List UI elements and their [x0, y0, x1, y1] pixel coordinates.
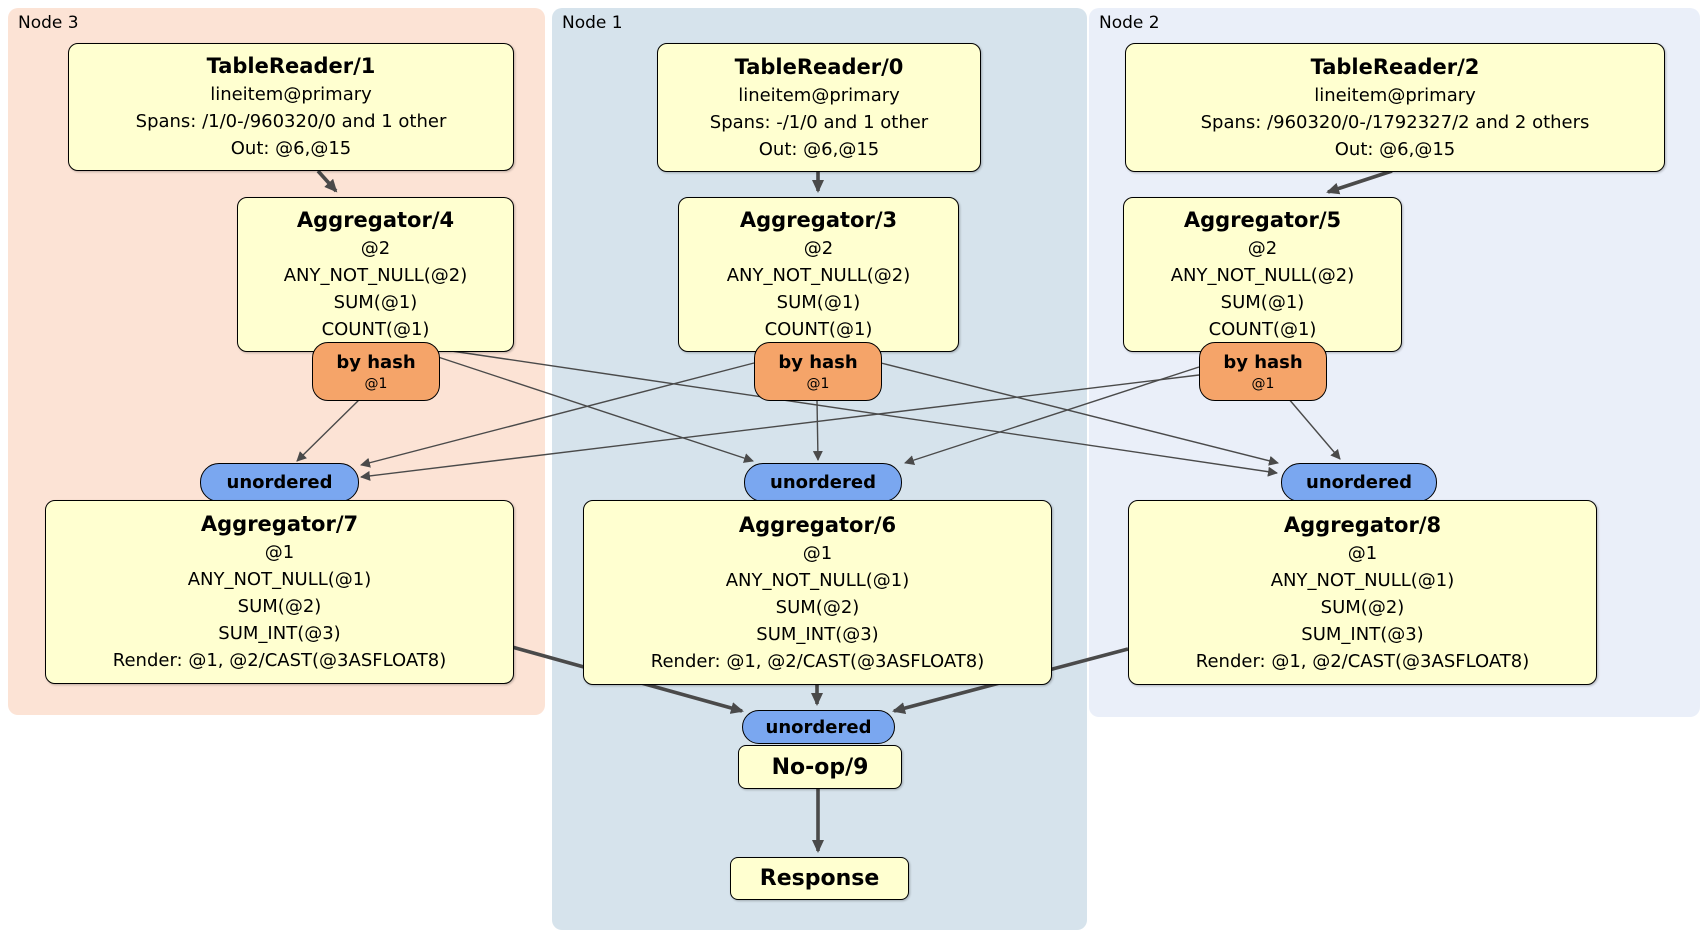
edge-tablereader2-aggregator5 — [1326, 169, 1393, 195]
tablereader-2-box: TableReader/2 lineitem@primary Spans: /9… — [1125, 43, 1665, 172]
hash-router-node1-label: by hash — [778, 351, 858, 373]
aggregator-8-title: Aggregator/8 — [1283, 512, 1442, 537]
unordered-sync-node2: unordered — [1281, 463, 1437, 502]
aggregator-7-fn2: SUM(@2) — [237, 596, 322, 617]
aggregator-6-box: Aggregator/6 @1 ANY_NOT_NULL(@1) SUM(@2)… — [583, 500, 1052, 685]
aggregator-5-fn2: SUM(@1) — [1220, 292, 1305, 313]
hash-router-node2-label: by hash — [1223, 351, 1303, 373]
aggregator-6-fn3: SUM_INT(@3) — [756, 623, 879, 645]
edge-hash1-unordered1 — [812, 399, 823, 461]
hash-router-node3-label: by hash — [336, 351, 416, 373]
tablereader-0-title: TableReader/0 — [734, 54, 904, 79]
aggregator-6-render: Render: @1, @2/CAST(@3ASFLOAT8) — [650, 650, 985, 672]
tablereader-1-spans: Spans: /1/0-/960320/0 and 1 other — [135, 111, 447, 132]
aggregator-4-box: Aggregator/4 @2 ANY_NOT_NULL(@2) SUM(@1)… — [237, 197, 514, 352]
aggregator-4-groupcols: @2 — [360, 238, 391, 259]
aggregator-3-fn2: SUM(@1) — [776, 292, 861, 313]
aggregator-6-fn2: SUM(@2) — [775, 596, 860, 618]
unordered-sync-final: unordered — [742, 710, 895, 744]
node3-label: Node 3 — [18, 13, 79, 33]
noop-9-box: No-op/9 — [738, 745, 902, 789]
tablereader-2-spans: Spans: /960320/0-/1792327/2 and 2 others — [1200, 111, 1590, 133]
unordered-sync-node1-label: unordered — [770, 472, 876, 493]
tablereader-1-index: lineitem@primary — [210, 84, 372, 105]
edge-hash2-unordered1 — [904, 366, 1200, 465]
aggregator-5-fn3: COUNT(@1) — [1208, 319, 1317, 340]
aggregator-3-fn1: ANY_NOT_NULL(@2) — [726, 265, 911, 286]
tablereader-0-spans: Spans: -/1/0 and 1 other — [709, 111, 929, 133]
edge-tablereader1-aggregator4 — [316, 169, 338, 193]
aggregator-8-fn2: SUM(@2) — [1320, 596, 1405, 618]
aggregator-7-box: Aggregator/7 @1 ANY_NOT_NULL(@1) SUM(@2)… — [45, 500, 514, 684]
aggregator-3-fn3: COUNT(@1) — [764, 319, 873, 340]
unordered-sync-node2-label: unordered — [1306, 472, 1412, 493]
aggregator-4-fn2: SUM(@1) — [333, 292, 418, 313]
edge-hash1-unordered3 — [360, 362, 755, 468]
hash-router-node2-detail: @1 — [1251, 375, 1275, 392]
tablereader-0-index: lineitem@primary — [738, 84, 900, 106]
tablereader-2-out: Out: @6,@15 — [1334, 138, 1456, 160]
aggregator-7-render: Render: @1, @2/CAST(@3ASFLOAT8) — [112, 650, 447, 671]
aggregator-4-title: Aggregator/4 — [296, 208, 455, 232]
edge-hash1-unordered2 — [880, 362, 1279, 466]
unordered-sync-node1: unordered — [744, 463, 902, 502]
edge-hash2-unordered3 — [360, 374, 1200, 481]
aggregator-7-fn3: SUM_INT(@3) — [218, 623, 341, 644]
edge-hash3-unordered2 — [437, 348, 1278, 477]
tablereader-2-title: TableReader/2 — [1310, 54, 1480, 79]
unordered-sync-final-label: unordered — [765, 716, 872, 738]
edge-hash3-unordered3 — [296, 395, 364, 462]
tablereader-1-box: TableReader/1 lineitem@primary Spans: /1… — [68, 43, 514, 171]
aggregator-6-groupcols: @1 — [802, 542, 833, 564]
aggregator-7-fn1: ANY_NOT_NULL(@1) — [187, 569, 372, 590]
noop-9-title: No-op/9 — [771, 754, 869, 780]
tablereader-0-out: Out: @6,@15 — [758, 138, 880, 160]
aggregator-6-title: Aggregator/6 — [738, 512, 897, 537]
response-title: Response — [759, 866, 880, 891]
hash-router-node3-detail: @1 — [364, 375, 388, 392]
tablereader-1-title: TableReader/1 — [206, 54, 376, 78]
aggregator-5-box: Aggregator/5 @2 ANY_NOT_NULL(@2) SUM(@1)… — [1123, 197, 1402, 352]
response-box: Response — [730, 857, 909, 900]
aggregator-3-groupcols: @2 — [803, 238, 834, 259]
unordered-sync-node3: unordered — [200, 463, 359, 502]
tablereader-1-out: Out: @6,@15 — [230, 138, 352, 159]
aggregator-4-fn3: COUNT(@1) — [321, 319, 430, 340]
node1-label: Node 1 — [562, 13, 623, 33]
hash-router-node2: by hash @1 — [1199, 342, 1327, 401]
aggregator-5-title: Aggregator/5 — [1183, 208, 1342, 232]
aggregator-5-groupcols: @2 — [1247, 238, 1278, 259]
tablereader-2-index: lineitem@primary — [1314, 84, 1476, 106]
aggregator-8-box: Aggregator/8 @1 ANY_NOT_NULL(@1) SUM(@2)… — [1128, 500, 1597, 685]
hash-router-node1: by hash @1 — [754, 342, 882, 401]
unordered-sync-node3-label: unordered — [226, 472, 333, 493]
aggregator-8-fn1: ANY_NOT_NULL(@1) — [1270, 569, 1455, 591]
node2-label: Node 2 — [1099, 13, 1160, 33]
aggregator-8-fn3: SUM_INT(@3) — [1301, 623, 1424, 645]
aggregator-4-fn1: ANY_NOT_NULL(@2) — [283, 265, 468, 286]
aggregator-3-box: Aggregator/3 @2 ANY_NOT_NULL(@2) SUM(@1)… — [678, 197, 959, 352]
aggregator-7-groupcols: @1 — [264, 542, 295, 563]
edge-hash3-unordered1 — [437, 356, 754, 463]
aggregator-6-fn1: ANY_NOT_NULL(@1) — [725, 569, 910, 591]
edge-hash2-unordered2 — [1287, 397, 1341, 460]
aggregator-8-render: Render: @1, @2/CAST(@3ASFLOAT8) — [1195, 650, 1530, 672]
aggregator-3-title: Aggregator/3 — [739, 208, 898, 232]
aggregator-8-groupcols: @1 — [1347, 542, 1378, 564]
aggregator-7-title: Aggregator/7 — [200, 512, 359, 536]
hash-router-node1-detail: @1 — [806, 375, 830, 392]
aggregator-5-fn1: ANY_NOT_NULL(@2) — [1170, 265, 1355, 286]
tablereader-0-box: TableReader/0 lineitem@primary Spans: -/… — [657, 43, 981, 172]
hash-router-node3: by hash @1 — [312, 342, 440, 401]
